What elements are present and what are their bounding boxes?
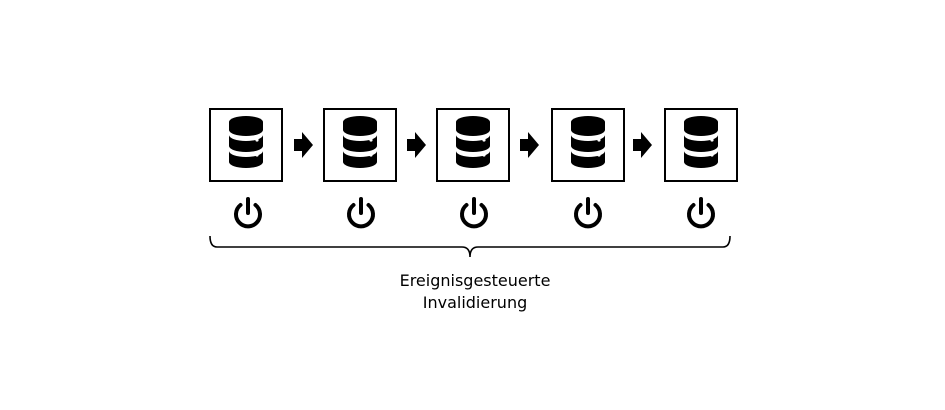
node-3 bbox=[436, 108, 510, 229]
caption-line-2: Invalidierung bbox=[422, 293, 528, 312]
node-2 bbox=[323, 108, 397, 229]
database-icon bbox=[456, 116, 490, 171]
power-icon bbox=[687, 197, 715, 229]
node-box bbox=[551, 108, 625, 182]
node-4 bbox=[551, 108, 625, 229]
node-box bbox=[323, 108, 397, 182]
power-icon bbox=[460, 197, 488, 229]
database-icon bbox=[229, 116, 263, 171]
power-icon bbox=[234, 197, 262, 229]
diagram-caption: Ereignisgesteuerte Invalidierung bbox=[370, 270, 580, 314]
database-icon bbox=[343, 116, 377, 171]
arrow-right-icon bbox=[407, 132, 426, 158]
node-5 bbox=[664, 108, 738, 229]
group-brace bbox=[209, 235, 731, 258]
arrow-right-icon bbox=[633, 132, 652, 158]
power-icon bbox=[574, 197, 602, 229]
node-box bbox=[209, 108, 283, 182]
database-icon bbox=[571, 116, 605, 171]
node-box bbox=[664, 108, 738, 182]
node-1 bbox=[209, 108, 283, 229]
caption-line-1: Ereignisgesteuerte bbox=[399, 271, 551, 290]
database-icon bbox=[684, 116, 718, 171]
node-box bbox=[436, 108, 510, 182]
power-icon bbox=[347, 197, 375, 229]
arrow-right-icon bbox=[294, 132, 313, 158]
arrow-right-icon bbox=[520, 132, 539, 158]
